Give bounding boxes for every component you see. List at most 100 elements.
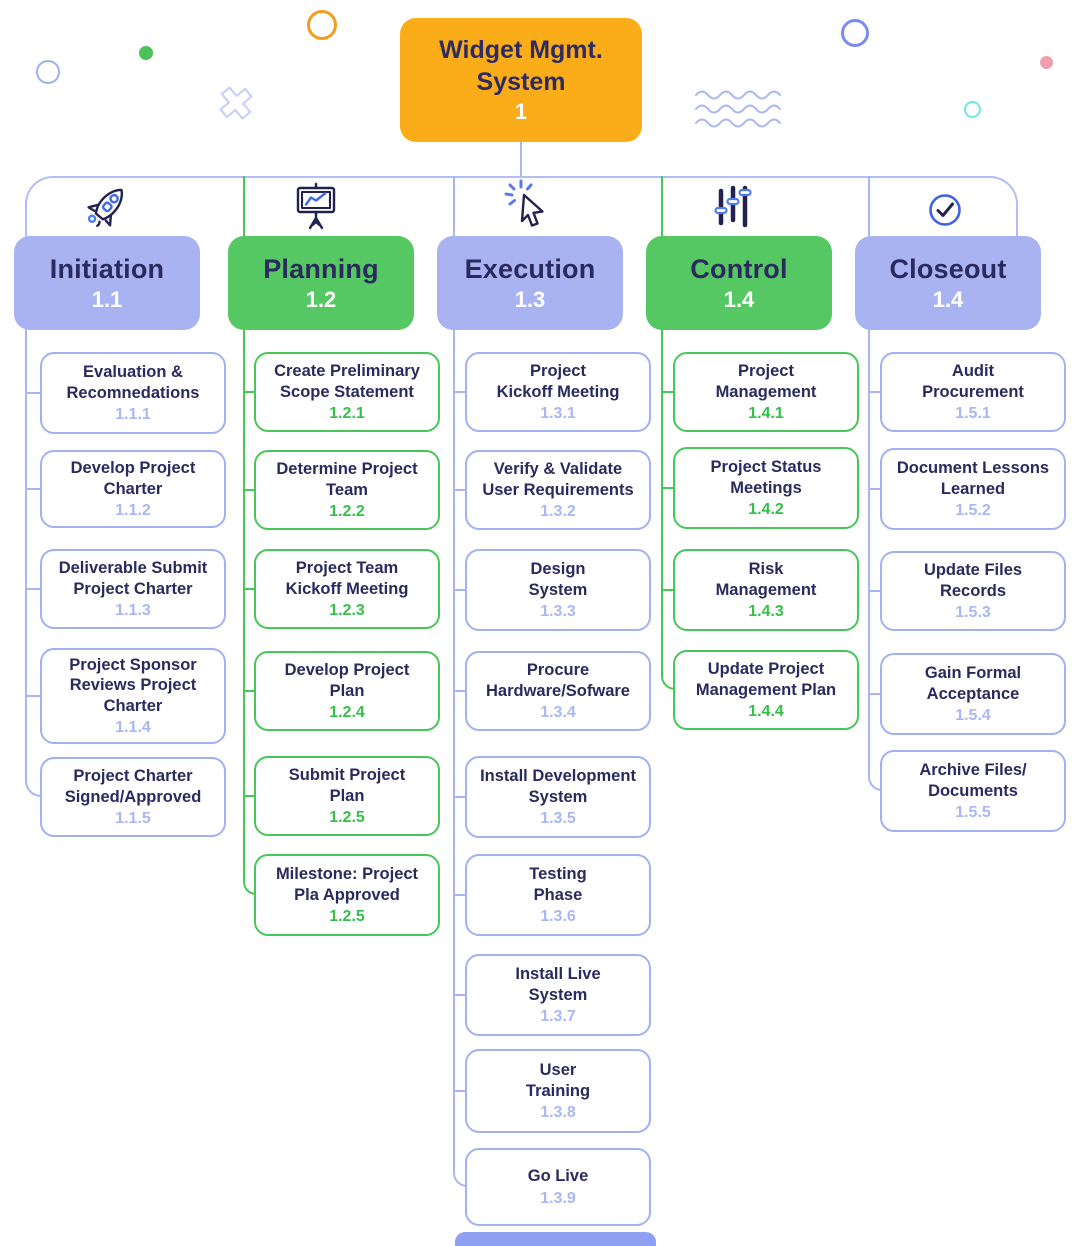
node-title: Install Development System <box>480 767 636 806</box>
node-number: 1.1.3 <box>115 601 151 619</box>
phase-label: Execution <box>464 253 596 284</box>
node-title: Develop Project Charter <box>70 459 196 498</box>
phase-number: 1.4 <box>723 286 755 312</box>
presentation-chart-icon <box>296 182 336 230</box>
connector-line <box>245 795 254 797</box>
node-title: Project Kickoff Meeting <box>496 362 620 401</box>
connector-line <box>870 488 880 490</box>
node-title: Go Live <box>527 1167 589 1186</box>
node-number: 1.2.4 <box>329 703 365 721</box>
node-title: Create Preliminary Scope Statement <box>274 362 420 401</box>
wbs-node-1-5-3[interactable]: Update Files Records 1.5.3 <box>880 551 1066 631</box>
rocket-icon <box>87 188 124 227</box>
connector-line <box>663 589 673 591</box>
wbs-node-1-1-5[interactable]: Project Charter Signed/Approved 1.1.5 <box>40 757 226 837</box>
decor-circle-icon <box>841 19 869 47</box>
node-title: Archive Files/ Documents <box>919 761 1027 800</box>
wbs-node-1-3-1[interactable]: Project Kickoff Meeting 1.3.1 <box>465 352 651 432</box>
node-number: 1.4.1 <box>748 404 784 422</box>
wbs-node-1-3-5[interactable]: Install Development System 1.3.5 <box>465 756 651 838</box>
wbs-node-1-1-1[interactable]: Evaluation & Recomnedations 1.1.1 <box>40 352 226 434</box>
wbs-node-1-1-3[interactable]: Deliverable Submit Project Charter 1.1.3 <box>40 549 226 629</box>
phase-header-execution[interactable]: Execution 1.3 <box>437 236 623 330</box>
wbs-node-1-2-2[interactable]: Determine Project Team 1.2.2 <box>254 450 440 530</box>
node-number: 1.3.8 <box>540 1103 576 1121</box>
node-title: Update Files Records <box>923 561 1023 600</box>
phase-number: 1.4 <box>932 286 964 312</box>
phase-header-closeout[interactable]: Closeout 1.4 <box>855 236 1041 330</box>
wbs-node-1-3-6[interactable]: Testing Phase 1.3.6 <box>465 854 651 936</box>
node-number: 1.2.2 <box>329 502 365 520</box>
node-number: 1.2.1 <box>329 404 365 422</box>
wbs-node-1-4-2[interactable]: Project Status Meetings 1.4.2 <box>673 447 859 529</box>
wbs-node-1-3-7[interactable]: Install Live System 1.3.7 <box>465 954 651 1036</box>
phase-header-planning[interactable]: Planning 1.2 <box>228 236 414 330</box>
root-connector-line <box>520 142 522 177</box>
phase-header-control[interactable]: Control 1.4 <box>646 236 832 330</box>
connector-line <box>245 489 254 491</box>
connector-line <box>27 588 40 590</box>
node-number: 1.1.4 <box>115 718 151 736</box>
wbs-node-1-2-5[interactable]: Submit Project Plan 1.2.5 <box>254 756 440 836</box>
wbs-node-1-4-4[interactable]: Update Project Management Plan 1.4.4 <box>673 650 859 730</box>
node-number: 1.3.1 <box>540 404 576 422</box>
wbs-node-1-1-2[interactable]: Develop Project Charter 1.1.2 <box>40 450 226 528</box>
check-circle-icon <box>929 194 961 226</box>
node-title: Update Project Management Plan <box>695 660 837 699</box>
connector-line <box>27 488 40 490</box>
node-title: Determine Project Team <box>276 460 418 499</box>
wbs-node-1-3-3[interactable]: Design System 1.3.3 <box>465 549 651 631</box>
decor-waves-icon <box>695 90 781 128</box>
wbs-node-1-1-4[interactable]: Project Sponsor Reviews Project Charter … <box>40 648 226 744</box>
node-title: Submit Project Plan <box>288 766 406 805</box>
wbs-node-1-3-2[interactable]: Verify & Validate User Requirements 1.3.… <box>465 450 651 530</box>
node-title: Audit Procurement <box>922 362 1024 401</box>
wbs-node-1-5-2[interactable]: Document Lessons Learned 1.5.2 <box>880 448 1066 530</box>
phase-label: Initiation <box>49 253 165 284</box>
wbs-node-1-3-8[interactable]: User Training 1.3.8 <box>465 1049 651 1133</box>
node-title: Project Team Kickoff Meeting <box>285 559 409 598</box>
decor-circle-icon <box>36 60 60 84</box>
wbs-node-1-2-5-milestone[interactable]: Milestone: Project Pla Approved 1.2.5 <box>254 854 440 936</box>
node-number: 1.3.9 <box>540 1189 576 1207</box>
wbs-node-1-2-3[interactable]: Project Team Kickoff Meeting 1.2.3 <box>254 549 440 629</box>
wbs-node-1-5-5[interactable]: Archive Files/ Documents 1.5.5 <box>880 750 1066 832</box>
node-title: Project Sponsor Reviews Project Charter <box>69 656 197 715</box>
connector-line <box>27 695 40 697</box>
decor-circle-icon <box>964 101 981 118</box>
node-number: 1.2.5 <box>329 907 365 925</box>
node-title: Verify & Validate User Requirements <box>482 460 634 499</box>
connector-line <box>245 391 254 393</box>
wbs-node-1-3-9[interactable]: Go Live 1.3.9 <box>465 1148 651 1226</box>
connector-line <box>870 590 880 592</box>
node-number: 1.4.2 <box>748 500 784 518</box>
connector-line <box>455 391 465 393</box>
connector-line <box>455 589 465 591</box>
node-title: Procure Hardware/Sofware <box>486 661 630 700</box>
decor-circle-icon <box>307 10 337 40</box>
node-title: Evaluation & Recomnedations <box>66 363 200 402</box>
node-title: Testing Phase <box>529 865 587 904</box>
wbs-node-1-5-4[interactable]: Gain Formal Acceptance 1.5.4 <box>880 653 1066 735</box>
node-title: Milestone: Project Pla Approved <box>275 865 419 904</box>
root-node[interactable]: Widget Mgmt. System 1 <box>400 18 642 142</box>
node-title: Project Management <box>715 362 817 401</box>
wbs-node-1-4-3[interactable]: Risk Management 1.4.3 <box>673 549 859 631</box>
node-number: 1.5.5 <box>955 803 991 821</box>
wbs-node-1-2-4[interactable]: Develop Project Plan 1.2.4 <box>254 651 440 731</box>
node-title: Project Charter Signed/Approved <box>64 767 202 806</box>
wbs-node-1-2-1[interactable]: Create Preliminary Scope Statement 1.2.1 <box>254 352 440 432</box>
node-number: 1.3.6 <box>540 907 576 925</box>
wbs-node-1-5-1[interactable]: Audit Procurement 1.5.1 <box>880 352 1066 432</box>
wbs-node-1-3-4[interactable]: Procure Hardware/Sofware 1.3.4 <box>465 651 651 731</box>
wbs-node-1-4-1[interactable]: Project Management 1.4.1 <box>673 352 859 432</box>
phase-number: 1.2 <box>305 286 337 312</box>
phase-number: 1.3 <box>514 286 546 312</box>
node-title: Develop Project Plan <box>284 661 410 700</box>
connector-line <box>455 1090 465 1092</box>
phase-header-initiation[interactable]: Initiation 1.1 <box>14 236 200 330</box>
node-title: Project Status Meetings <box>710 458 822 497</box>
node-number: 1.3.7 <box>540 1007 576 1025</box>
cursor-click-icon <box>504 179 544 227</box>
node-number: 1.4.3 <box>748 602 784 620</box>
